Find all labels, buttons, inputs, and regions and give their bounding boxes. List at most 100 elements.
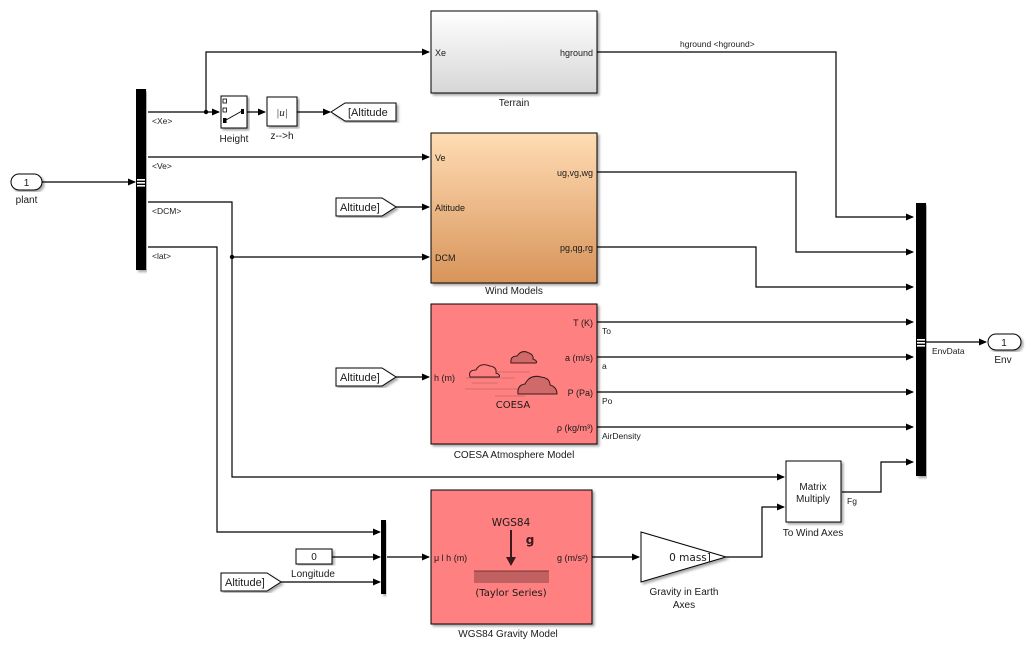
matrix-multiply-text-line2: Multiply xyxy=(796,494,830,505)
abs-block[interactable]: |u| z-->h xyxy=(266,96,298,142)
outport-env[interactable]: 1 Env xyxy=(987,333,1022,366)
wgs84-port-out: g (m/s²) xyxy=(557,553,588,563)
wire-pgqgrg-to-bus-creator[interactable] xyxy=(597,246,914,291)
inport-plant[interactable]: 1 plant xyxy=(10,173,43,206)
wgs84-label: WGS84 Gravity Model xyxy=(458,629,557,640)
gain-label-line2: Axes xyxy=(673,600,695,611)
wire-ugvgwg-to-bus-creator[interactable] xyxy=(597,171,914,256)
coesa-shape[interactable] xyxy=(430,303,598,445)
longitude-constant-shape[interactable] xyxy=(295,548,333,565)
wind-port-altitude: Altitude xyxy=(435,203,465,213)
gain-shape[interactable] xyxy=(640,531,728,583)
wind-models-shape[interactable] xyxy=(430,132,598,284)
gain-label-line1: Gravity in Earth xyxy=(650,587,719,598)
from-tag-text: Altitude] xyxy=(225,577,265,589)
from-tag-shape[interactable] xyxy=(220,572,282,592)
wind-models-block[interactable]: Ve Altitude DCM ug,vg,wg pg,qg,rg Wind M… xyxy=(430,132,598,297)
wire-gain-to-matrix-multiply[interactable] xyxy=(726,503,785,558)
coesa-label: COESA Atmosphere Model xyxy=(454,450,575,461)
signal-label-ve: <Ve> xyxy=(152,161,172,171)
matrix-multiply-block[interactable]: Matrix Multiply To Wind Axes xyxy=(783,460,844,539)
height-switch-label: Height xyxy=(220,134,249,145)
terrain-block[interactable]: Xe hground Terrain xyxy=(430,10,598,109)
bus-icon-line xyxy=(137,182,145,184)
wire-dcm-to-matrix-multiply[interactable] xyxy=(148,201,785,481)
wgs84-gravity-block[interactable]: μ l h (m) g (m/s²) WGS84 g (Taylor Serie… xyxy=(430,489,593,640)
bus-icon-line xyxy=(137,185,145,187)
longitude-constant-value: 0 xyxy=(311,552,317,563)
longitude-constant[interactable]: 0 Longitude xyxy=(291,548,335,580)
wind-port-pgqgrg: pg,qg,rg xyxy=(560,243,593,253)
signal-label-lat: <lat> xyxy=(152,251,171,261)
goto-shape[interactable] xyxy=(330,102,397,122)
signal-label-dcm: <DCM> xyxy=(152,206,181,216)
coesa-port-rho: ρ (kg/m³) xyxy=(557,423,593,433)
wgs84-icon-sub: (Taylor Series) xyxy=(475,588,546,599)
from-tag-text: Altitude] xyxy=(340,372,380,384)
branch-point xyxy=(203,109,209,115)
wind-models-label: Wind Models xyxy=(485,286,543,297)
matrix-multiply-shape[interactable] xyxy=(785,460,842,523)
from-altitude-gravity[interactable]: Altitude] xyxy=(220,572,282,592)
wind-port-dcm: DCM xyxy=(435,253,456,263)
coesa-port-p: P (Pa) xyxy=(568,388,593,398)
signal-label-to: To xyxy=(602,326,611,336)
inport-number: 1 xyxy=(24,178,30,189)
bus-icon-line xyxy=(917,345,925,347)
mux-bar[interactable] xyxy=(381,520,386,594)
coesa-block[interactable]: h (m) T (K) a (m/s) P (Pa) ρ (kg/m³) COE… xyxy=(430,303,598,461)
signal-label-xe: <Xe> xyxy=(152,116,172,126)
terrain-port-xe: Xe xyxy=(435,48,446,58)
gravity-arrow-icon xyxy=(506,530,516,566)
wire-hground-to-bus-creator[interactable] xyxy=(597,51,914,221)
wires xyxy=(42,48,987,586)
wind-port-ve: Ve xyxy=(435,153,446,163)
signal-label-envdata: EnvData xyxy=(932,346,965,356)
mux-block[interactable] xyxy=(381,520,386,594)
gain-block[interactable]: 0 mass] Gravity in Earth Axes xyxy=(640,531,728,611)
switch-icon xyxy=(222,98,227,104)
outport-number: 1 xyxy=(1001,338,1007,349)
gain-text: 0 mass] xyxy=(669,552,711,564)
signal-label-airdensity: AirDensity xyxy=(602,431,641,441)
bus-icon xyxy=(137,179,145,181)
bus-creator[interactable] xyxy=(916,203,926,476)
terrain-port-hground: hground xyxy=(560,48,593,58)
from-tag-shape[interactable] xyxy=(335,197,397,217)
from-altitude-wind[interactable]: Altitude] xyxy=(335,197,397,217)
wire-lat-to-mux[interactable] xyxy=(148,246,381,536)
coesa-icon-text: COESA xyxy=(496,400,531,411)
inport-label: plant xyxy=(16,195,38,206)
wire-fg-to-bus-creator[interactable] xyxy=(842,458,914,493)
matrix-multiply-text-line1: Matrix xyxy=(799,482,826,493)
abs-shape[interactable] xyxy=(266,96,298,127)
signal-label-a: a xyxy=(602,361,607,371)
signal-label-hground: hground <hground> xyxy=(680,39,755,49)
switch-icon-port xyxy=(241,109,244,114)
wire-xe-to-terrain[interactable] xyxy=(205,48,430,112)
abs-icon: |u| xyxy=(276,107,288,119)
wgs84-port-in: μ l h (m) xyxy=(434,553,467,563)
bus-selector[interactable] xyxy=(136,89,146,270)
signal-label-po: Po xyxy=(602,396,613,406)
from-altitude-coesa[interactable]: Altitude] xyxy=(335,367,397,387)
matrix-multiply-label: To Wind Axes xyxy=(783,528,844,539)
signal-labels: <Xe> <Ve> <DCM> <lat> hground <hground> … xyxy=(152,39,965,506)
bus-icon-line xyxy=(917,342,925,344)
from-tag-text: Altitude] xyxy=(340,202,380,214)
outport-shape[interactable] xyxy=(987,333,1022,351)
signal-label-fg: Fg xyxy=(847,496,857,506)
wgs84-icon-g: g xyxy=(526,533,535,547)
terrain-label: Terrain xyxy=(499,98,530,109)
from-tag-shape[interactable] xyxy=(335,367,397,387)
height-switch-block[interactable]: Height xyxy=(220,95,249,145)
earth-surface-icon xyxy=(474,571,549,583)
switch-icon-port xyxy=(223,118,227,123)
inport-shape[interactable] xyxy=(10,173,43,191)
wgs84-icon-title: WGS84 xyxy=(492,517,531,529)
terrain-shape[interactable] xyxy=(430,10,598,94)
goto-text: [Altitude xyxy=(348,107,388,119)
goto-altitude[interactable]: [Altitude xyxy=(330,102,397,122)
wind-port-ugvgwg: ug,vg,wg xyxy=(557,168,593,178)
